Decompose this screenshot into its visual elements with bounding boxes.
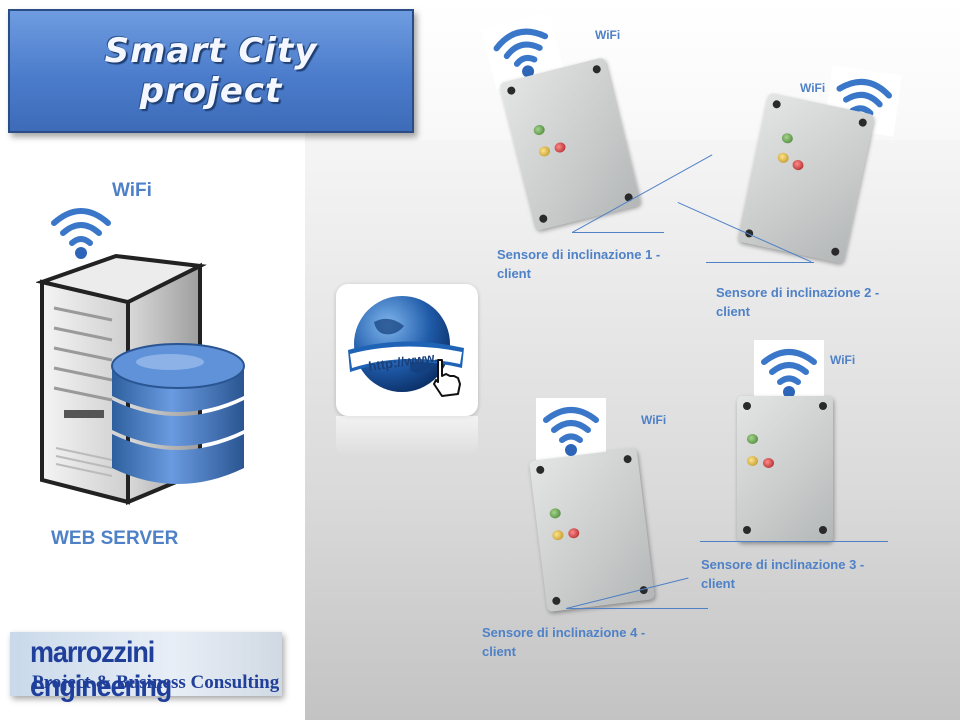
sensor-3-label: Sensore di inclinazione 3 - client [701, 555, 864, 593]
wifi-icon [543, 407, 599, 456]
sensor-2-label: Sensore di inclinazione 2 - client [716, 283, 879, 321]
company-logo: marrozzini engineering Project & Busines… [10, 632, 282, 703]
screw [858, 117, 868, 128]
green-led [549, 507, 562, 519]
server-label: WEB SERVER [51, 528, 179, 549]
screw [535, 465, 545, 475]
wifi-icon [51, 208, 111, 259]
connector-line [700, 541, 888, 542]
sensor-4-label-line2: client [482, 644, 516, 659]
screw [819, 402, 827, 410]
globe-icon: http://www. [348, 296, 464, 392]
sensor-2-wifi-label: WiFi [800, 81, 826, 95]
title-line-2: project [139, 71, 283, 111]
hand-pointer-icon [433, 359, 461, 397]
sensor-1-wifi-card [481, 12, 565, 90]
screw [506, 85, 517, 96]
globe-reflection [336, 416, 478, 456]
red-led [553, 141, 567, 154]
sensor-4-wifi-card [536, 398, 606, 460]
sensor-2-label-line2: client [716, 304, 750, 319]
screw [819, 526, 827, 534]
sensor-2-label-line1: Sensore di inclinazione 2 - [716, 285, 880, 300]
red-led [791, 159, 805, 172]
screw [623, 454, 633, 464]
sensor-1-wifi-label: WiFi [595, 28, 621, 42]
red-led [567, 527, 580, 539]
green-led [532, 123, 546, 137]
yellow-led [776, 151, 790, 164]
screw [830, 246, 841, 257]
screw [551, 596, 561, 606]
green-led [747, 434, 758, 444]
green-led [780, 132, 794, 145]
yellow-led [537, 145, 552, 158]
screw [743, 402, 751, 410]
server-wifi-label: WiFi [112, 180, 152, 201]
sensor-1-label-line2: client [497, 266, 531, 281]
title-banner: Smart City project [8, 9, 414, 133]
logo-name: marrozzini engineering [30, 636, 172, 703]
sensor-3-label-line1: Sensore di inclinazione 3 - [701, 557, 865, 572]
screw [591, 64, 602, 75]
title-line-1: Smart City [104, 31, 318, 71]
red-led [763, 458, 774, 468]
screw [771, 99, 782, 110]
sensor-4-label-line1: Sensore di inclinazione 4 - [482, 625, 646, 640]
internet-globe-card: http://www. [336, 284, 478, 416]
sensor-3-wifi-card [754, 340, 824, 402]
connector-line [566, 608, 708, 609]
sensor-4-device [529, 447, 655, 613]
connector-line [572, 232, 664, 233]
connector-line [706, 262, 814, 263]
sensor-3-wifi-label: WiFi [830, 353, 856, 367]
sensor-4-label: Sensore di inclinazione 4 - client [482, 623, 645, 661]
screw [538, 213, 549, 224]
screw [743, 526, 751, 534]
sensor-1-label-line1: Sensore di inclinazione 1 - [497, 247, 661, 262]
database-icon [111, 343, 245, 484]
wifi-icon [761, 349, 817, 398]
sensor-3-device [737, 396, 833, 542]
sensor-1-label: Sensore di inclinazione 1 - client [497, 245, 660, 283]
sensor-3-label-line2: client [701, 576, 735, 591]
wifi-icon [493, 28, 549, 78]
yellow-led [551, 529, 564, 541]
yellow-led [747, 456, 758, 466]
sensor-4-wifi-label: WiFi [641, 413, 667, 427]
logo-tagline: Project & Business Consulting [32, 672, 280, 693]
